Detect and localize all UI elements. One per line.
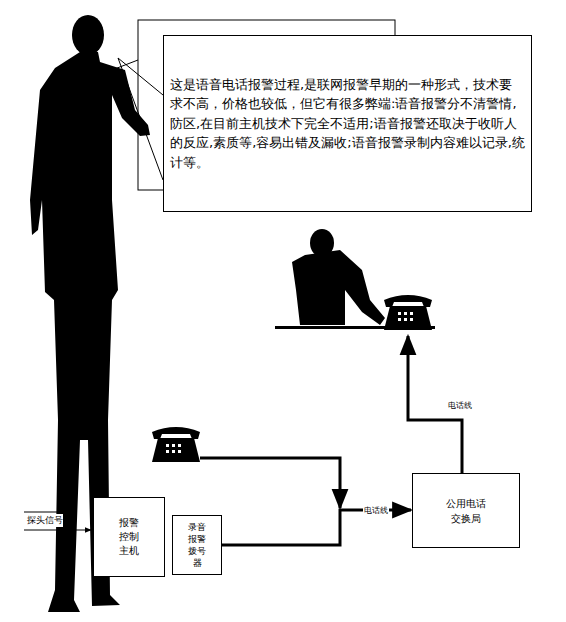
- box-label: 公用电话交换局: [443, 496, 489, 526]
- process-box: 公用电话交换局: [412, 473, 520, 548]
- phone-wire: [200, 458, 340, 508]
- process-box: 报警控制主机: [93, 497, 165, 577]
- wire-label: 电话线: [448, 400, 472, 411]
- process-box: 录音报警拨号器: [172, 515, 222, 575]
- box-label: 报警控制主机: [117, 516, 141, 558]
- signal-label: 探头信号: [27, 514, 63, 527]
- speech-bubble: 这是语音电话报警过程,是联网报警早期的一种形式，技术要求不高，价格也较低，但它有…: [163, 35, 532, 212]
- telephone-icon: [384, 295, 432, 330]
- signal-arrow: [24, 512, 60, 513]
- box-label: 录音报警拨号器: [187, 521, 208, 569]
- wire-label: 电话线: [363, 505, 389, 516]
- receiver-person: [275, 229, 435, 329]
- signal-arrow: [24, 530, 91, 531]
- callout-text: 这是语音电话报警过程,是联网报警早期的一种形式，技术要求不高，价格也较低，但它有…: [170, 75, 525, 173]
- bubble-pointer: [112, 58, 163, 180]
- telephone-icon: [152, 427, 200, 462]
